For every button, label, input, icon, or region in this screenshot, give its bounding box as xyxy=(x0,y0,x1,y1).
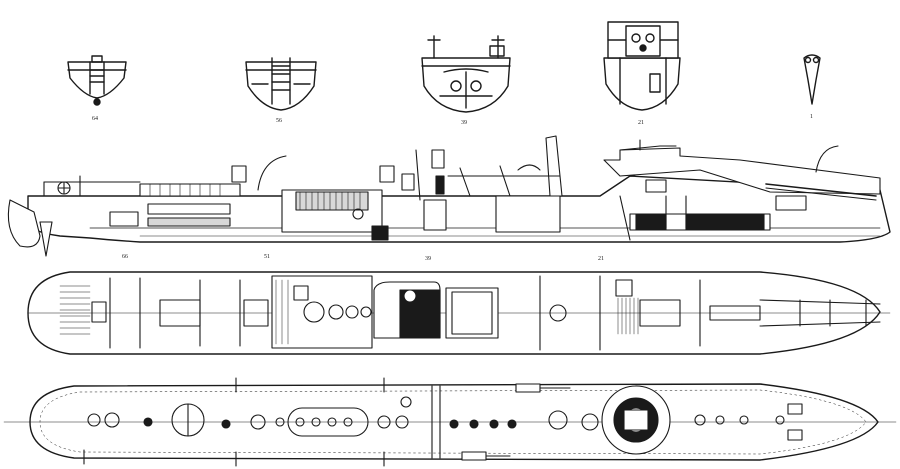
section-label-56: 56 xyxy=(276,118,282,124)
side-profile xyxy=(7,135,891,257)
deck-plan xyxy=(3,377,897,467)
section-label-1: 1 xyxy=(810,114,813,120)
cross-section-64 xyxy=(67,55,127,106)
cross-section-56 xyxy=(245,57,317,111)
section-label-64: 64 xyxy=(92,116,98,122)
section-label-39: 39 xyxy=(461,120,467,126)
frame-label-66: 66 xyxy=(122,254,128,260)
cross-section-39 xyxy=(421,35,511,113)
frame-label-21: 21 xyxy=(598,256,604,262)
frame-label-51: 51 xyxy=(264,254,270,260)
internal-plan xyxy=(27,271,891,355)
section-label-21: 21 xyxy=(638,120,644,126)
cross-section-21 xyxy=(603,21,681,111)
cross-section-1 xyxy=(803,54,821,105)
frame-label-39: 39 xyxy=(425,256,431,262)
